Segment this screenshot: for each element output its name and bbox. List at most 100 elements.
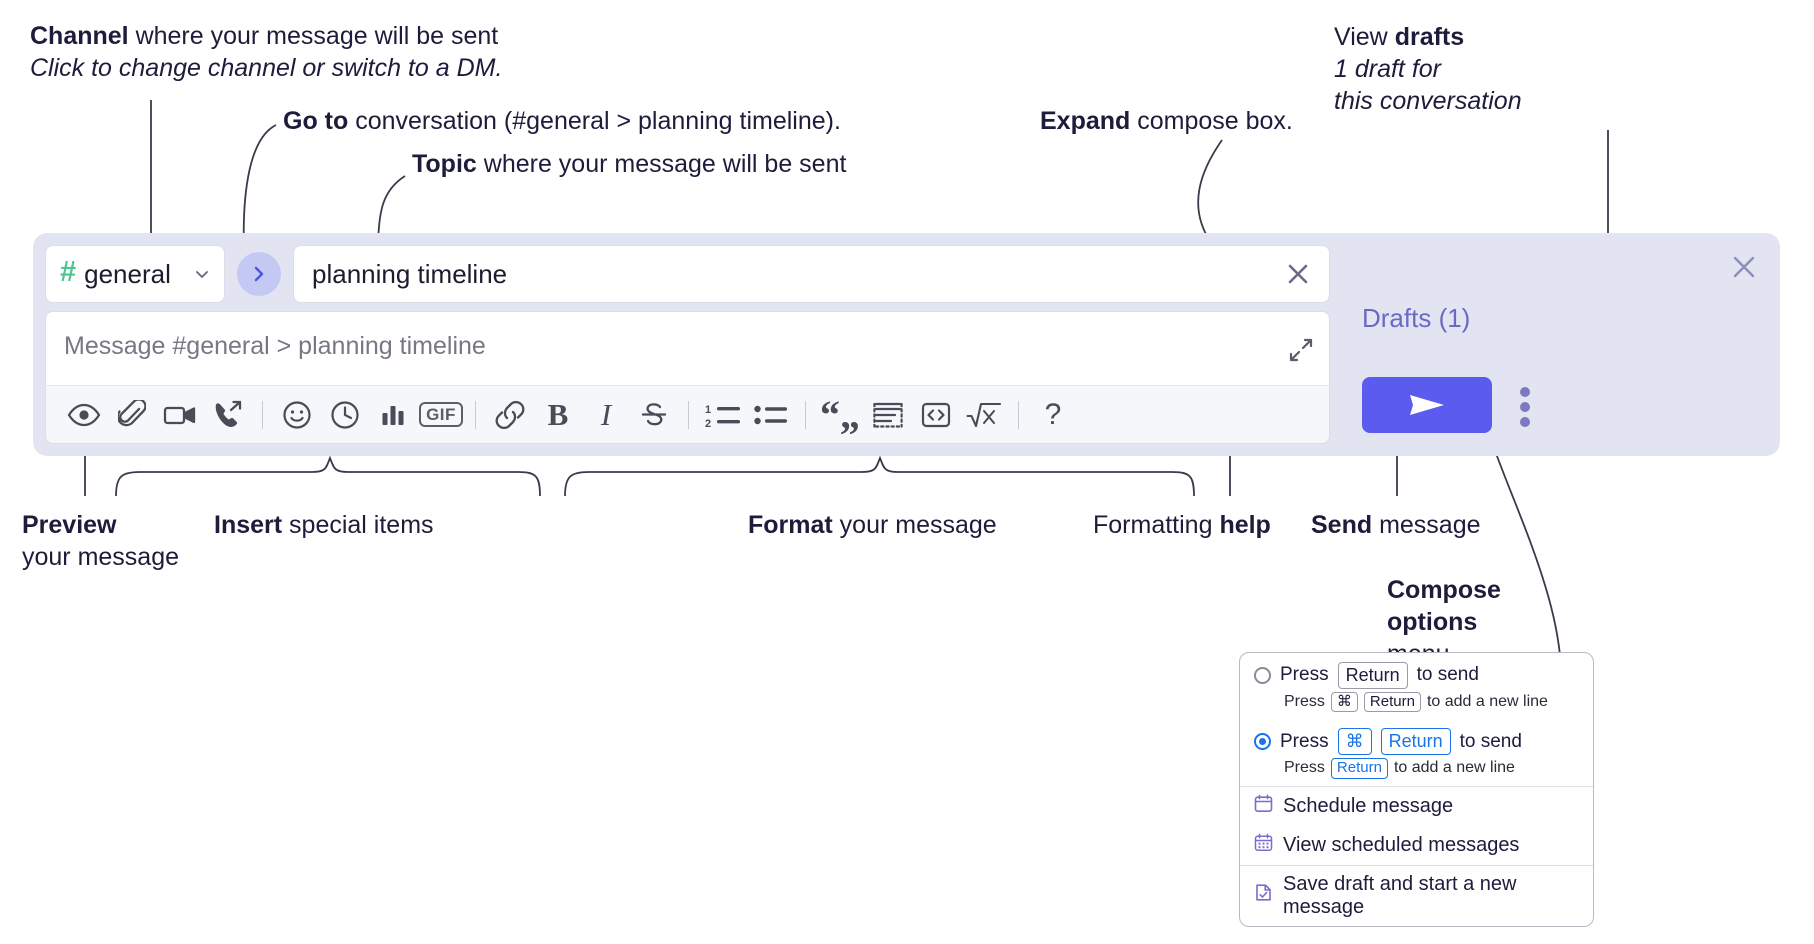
document-check-icon xyxy=(1254,883,1273,908)
annotation-format-bold: Format xyxy=(748,511,833,539)
chevron-down-icon xyxy=(194,266,210,282)
ordered-list-icon[interactable]: 1 2 xyxy=(699,392,747,438)
key-command: ⌘ xyxy=(1330,691,1358,713)
message-input-box[interactable]: Message #general > planning timeline xyxy=(45,311,1330,444)
annotation-channel-bold: Channel xyxy=(30,22,129,50)
compose-main-column: # general planning timeline Message #gen… xyxy=(45,245,1330,444)
option-tail-label: to send xyxy=(1416,664,1479,686)
key-return: Return xyxy=(1330,757,1388,779)
close-icon[interactable] xyxy=(1730,253,1758,281)
help-icon[interactable]: ? xyxy=(1044,397,1062,431)
bulleted-list-icon[interactable] xyxy=(747,392,795,438)
annotation-insert-rest: special items xyxy=(282,511,434,539)
toolbar-divider xyxy=(262,400,263,429)
compose-right-panel: Drafts (1) xyxy=(1330,233,1780,456)
toolbar-divider xyxy=(475,400,476,429)
strikethrough-icon[interactable] xyxy=(630,392,678,438)
close-icon[interactable] xyxy=(1283,259,1313,289)
annotation-channel: Channel where your message will be sent … xyxy=(30,20,502,84)
annotation-goto: Go to conversation (#general > planning … xyxy=(283,105,841,137)
kebab-dot xyxy=(1520,417,1530,427)
annotation-goto-bold: Go to xyxy=(283,107,349,135)
annotation-insert-bold: Insert xyxy=(214,511,283,539)
annotation-preview-line2: your message xyxy=(22,543,180,571)
radio-unselected[interactable] xyxy=(1254,666,1271,684)
menu-divider xyxy=(1240,864,1593,866)
menu-item-label: Save draft and start a new message xyxy=(1283,872,1517,918)
go-to-conversation-button[interactable] xyxy=(237,252,281,296)
kebab-dot xyxy=(1520,402,1530,412)
key-return: Return xyxy=(1380,728,1451,755)
annotation-insert: Insert special items xyxy=(214,509,434,541)
menu-item-label: Schedule message xyxy=(1283,794,1454,817)
annotation-channel-rest: where your message will be sent xyxy=(128,22,499,50)
sub-press-label: Press xyxy=(1284,692,1325,710)
toolbar-divider xyxy=(1018,400,1019,429)
math-icon[interactable] xyxy=(960,392,1008,438)
svg-text:1: 1 xyxy=(705,404,711,416)
channel-name-label: general xyxy=(84,258,171,289)
phone-forward-icon[interactable] xyxy=(204,392,252,438)
option-press-label: Press xyxy=(1280,664,1329,686)
send-button[interactable] xyxy=(1362,377,1492,433)
calendar-grid-icon xyxy=(1254,833,1273,858)
annotation-drafts-italic2: this conversation xyxy=(1334,87,1522,115)
annotation-drafts-rest: View xyxy=(1334,23,1395,51)
menu-option-return-to-send[interactable]: Press Return to send xyxy=(1240,653,1593,691)
annotation-formatting-help: Formatting help xyxy=(1093,509,1271,541)
annotation-compose-bold1: Compose xyxy=(1387,576,1501,604)
annotation-format: Format your message xyxy=(748,509,997,541)
sub-tail-label: to add a new line xyxy=(1393,759,1515,777)
topic-input[interactable]: planning timeline xyxy=(293,245,1330,303)
video-camera-icon[interactable] xyxy=(156,392,204,438)
blockquote-icon[interactable]: “„ xyxy=(820,391,860,437)
menu-item-label: View scheduled messages xyxy=(1283,833,1520,856)
menu-suboption-newline-2: Press Return to add a new line xyxy=(1240,757,1593,786)
annotation-send: Send message xyxy=(1311,509,1481,541)
hash-icon: # xyxy=(60,255,77,288)
topic-value: planning timeline xyxy=(312,258,508,289)
annotation-expand-bold: Expand xyxy=(1040,107,1131,135)
eye-icon[interactable] xyxy=(60,392,108,438)
menu-item-save-draft[interactable]: Save draft and start a new message xyxy=(1240,866,1593,926)
annotation-topic-rest: where your message will be sent xyxy=(476,150,847,178)
gif-icon[interactable]: GIF xyxy=(417,392,465,438)
annotation-channel-italic: Click to change channel or switch to a D… xyxy=(30,54,503,82)
message-placeholder: Message #general > planning timeline xyxy=(64,332,486,360)
annotation-drafts-bold: drafts xyxy=(1394,23,1465,51)
drafts-link[interactable]: Drafts (1) xyxy=(1362,303,1471,333)
option-press-label: Press xyxy=(1280,730,1329,752)
bold-icon[interactable]: B xyxy=(547,396,569,432)
key-command: ⌘ xyxy=(1337,728,1372,755)
annotation-send-rest: message xyxy=(1372,511,1481,539)
menu-option-cmd-return-to-send[interactable]: Press ⌘ Return to send xyxy=(1240,719,1593,757)
toolbar-divider xyxy=(688,400,689,429)
link-icon[interactable] xyxy=(486,392,534,438)
paperclip-icon[interactable] xyxy=(108,392,156,438)
annotation-goto-rest: conversation (#general > planning timeli… xyxy=(348,107,841,135)
svg-text:2: 2 xyxy=(705,418,711,429)
compose-options-dropdown: Press Return to send Press ⌘ Return to a… xyxy=(1239,652,1594,927)
annotation-topic: Topic where your message will be sent xyxy=(412,148,846,180)
annotation-expand-rest: compose box. xyxy=(1130,107,1293,135)
code-block-icon[interactable] xyxy=(864,392,912,438)
sub-tail-label: to add a new line xyxy=(1426,692,1548,710)
annotation-drafts-italic1: 1 draft for xyxy=(1334,55,1441,83)
clock-icon[interactable] xyxy=(321,392,369,438)
annotation-expand: Expand compose box. xyxy=(1040,105,1293,137)
italic-icon[interactable]: I xyxy=(600,396,612,432)
poll-bar-chart-icon[interactable] xyxy=(369,392,417,438)
key-return: Return xyxy=(1363,691,1421,713)
kebab-dot xyxy=(1520,387,1530,397)
emoji-icon[interactable] xyxy=(273,392,321,438)
expand-icon[interactable] xyxy=(1287,336,1315,364)
key-return: Return xyxy=(1337,662,1408,689)
inline-code-icon[interactable] xyxy=(912,392,960,438)
annotation-topic-bold: Topic xyxy=(412,150,477,178)
menu-item-view-scheduled-messages[interactable]: View scheduled messages xyxy=(1240,826,1593,865)
compose-options-menu-button[interactable] xyxy=(1520,387,1530,427)
radio-selected[interactable] xyxy=(1254,733,1271,750)
send-paper-plane-icon xyxy=(1410,395,1444,415)
channel-selector[interactable]: # general xyxy=(45,245,225,303)
menu-item-schedule-message[interactable]: Schedule message xyxy=(1240,787,1593,826)
